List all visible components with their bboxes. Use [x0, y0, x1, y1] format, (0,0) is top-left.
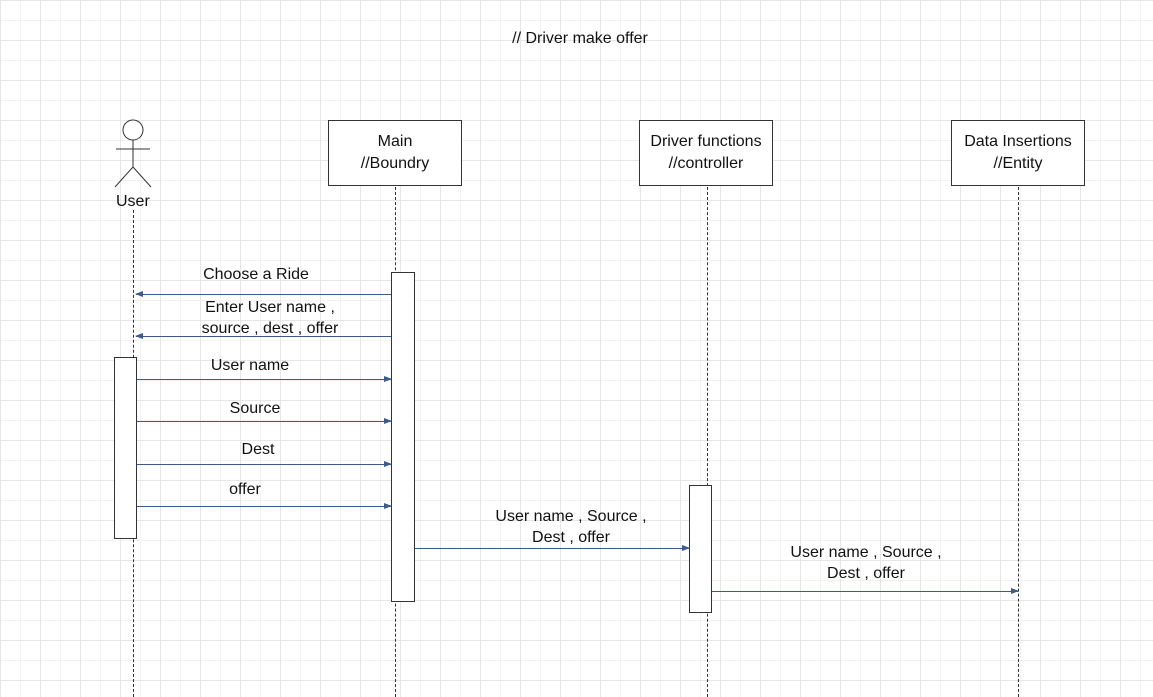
message-arrow	[137, 376, 392, 382]
lifeline-data-insertions	[1018, 187, 1019, 697]
diagram-title: // Driver make offer	[512, 30, 648, 47]
message-label: Dest	[241, 441, 275, 458]
message-arrow	[137, 461, 392, 467]
message-arrow	[137, 418, 392, 424]
lifeline-data-name: Data Insertions	[964, 133, 1072, 150]
lifeline-driver-name: Driver functions	[650, 133, 762, 150]
message-label: User name , Source , Dest , offer	[790, 544, 942, 582]
message-arrow	[712, 588, 1019, 594]
message-label: offer	[229, 481, 261, 498]
message-label: Enter User name , source , dest , offer	[201, 299, 339, 337]
message-arrow	[135, 333, 391, 339]
lifeline-data-stereotype: //Entity	[993, 155, 1043, 172]
activation-user	[114, 357, 137, 539]
user-actor-icon	[114, 119, 152, 188]
lifeline-box-driver-functions: Driver functions //controller	[639, 120, 773, 186]
activation-main	[391, 272, 415, 602]
lifeline-box-main: Main //Boundry	[328, 120, 462, 186]
message-label: User name	[210, 357, 290, 374]
message-label: Source	[229, 400, 281, 417]
actor-label: User	[116, 193, 150, 210]
activation-driver-functions	[689, 485, 712, 613]
message-label: User name , Source , Dest , offer	[495, 508, 647, 546]
lifeline-box-data-insertions: Data Insertions //Entity	[951, 120, 1085, 186]
message-arrow	[137, 503, 392, 509]
lifeline-main-stereotype: //Boundry	[360, 155, 430, 172]
message-arrow	[135, 291, 391, 297]
message-label: Choose a Ride	[203, 266, 309, 283]
lifeline-main-name: Main	[377, 133, 413, 150]
lifeline-driver-functions	[707, 187, 708, 697]
message-arrow	[415, 545, 690, 551]
lifeline-driver-stereotype: //controller	[668, 155, 744, 172]
